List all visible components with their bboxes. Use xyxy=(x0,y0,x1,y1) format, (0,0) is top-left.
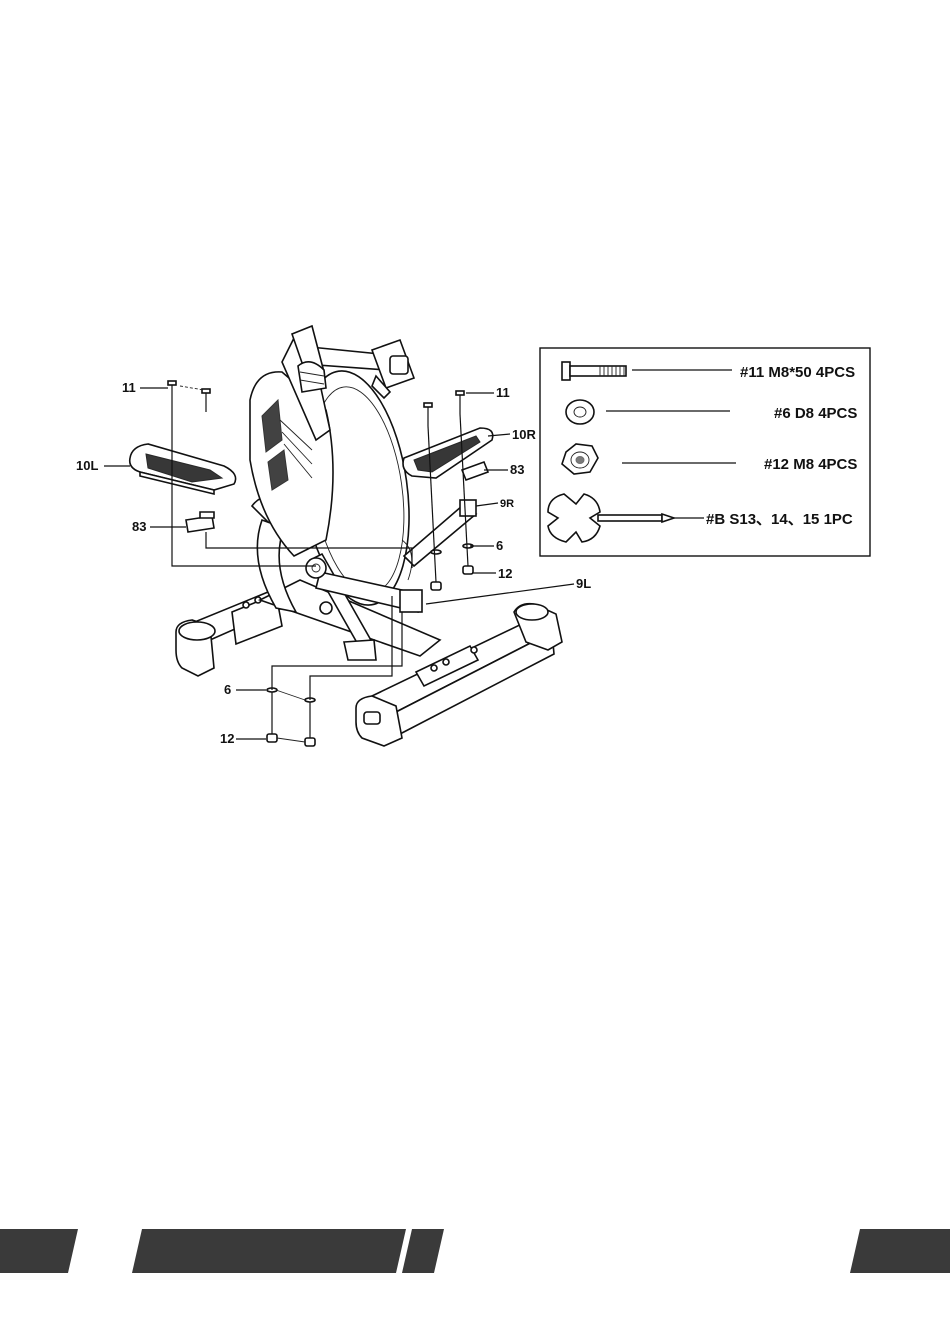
left-pedal-10l xyxy=(130,444,236,494)
callout-6-right: 6 xyxy=(496,538,503,553)
hardware-label-nut: #12 M8 4PCS xyxy=(764,456,857,473)
washer-icon xyxy=(566,400,594,424)
callout-6-left: 6 xyxy=(224,682,231,697)
callout-9l: 9L xyxy=(576,576,591,591)
right-washer xyxy=(431,550,441,554)
callout-83-right: 83 xyxy=(510,462,524,477)
callout-9r: 9R xyxy=(500,498,514,510)
page-footer xyxy=(0,1229,950,1273)
hardware-list: #11 M8*50 4PCS #6 D8 4PCS #12 M8 4PCS xyxy=(540,348,870,556)
callout-10r: 10R xyxy=(512,427,536,442)
footer-bar-right xyxy=(850,1229,950,1273)
hardware-label-bolt: #11 M8*50 4PCS xyxy=(740,364,855,381)
callout-83-left: 83 xyxy=(132,519,146,534)
callout-11-right: 11 xyxy=(496,385,510,400)
left-bolts xyxy=(168,381,210,412)
callout-10l: 10L xyxy=(76,458,98,473)
left-nut xyxy=(267,734,277,742)
hardware-label-wrench: #B S13、14、15 1PC xyxy=(706,511,853,528)
right-nut xyxy=(431,582,441,590)
hardware-label-washer: #6 D8 4PCS xyxy=(774,405,857,422)
callout-12-right: 12 xyxy=(498,566,512,581)
footer-bar-center xyxy=(132,1229,406,1273)
footer-bar-left xyxy=(0,1229,78,1273)
right-bolts xyxy=(424,391,464,426)
callout-11-left: 11 xyxy=(122,380,136,395)
callout-12-left: 12 xyxy=(220,731,234,746)
right-bracket-83 xyxy=(462,462,488,480)
footer-bar-center-tab xyxy=(402,1229,444,1273)
